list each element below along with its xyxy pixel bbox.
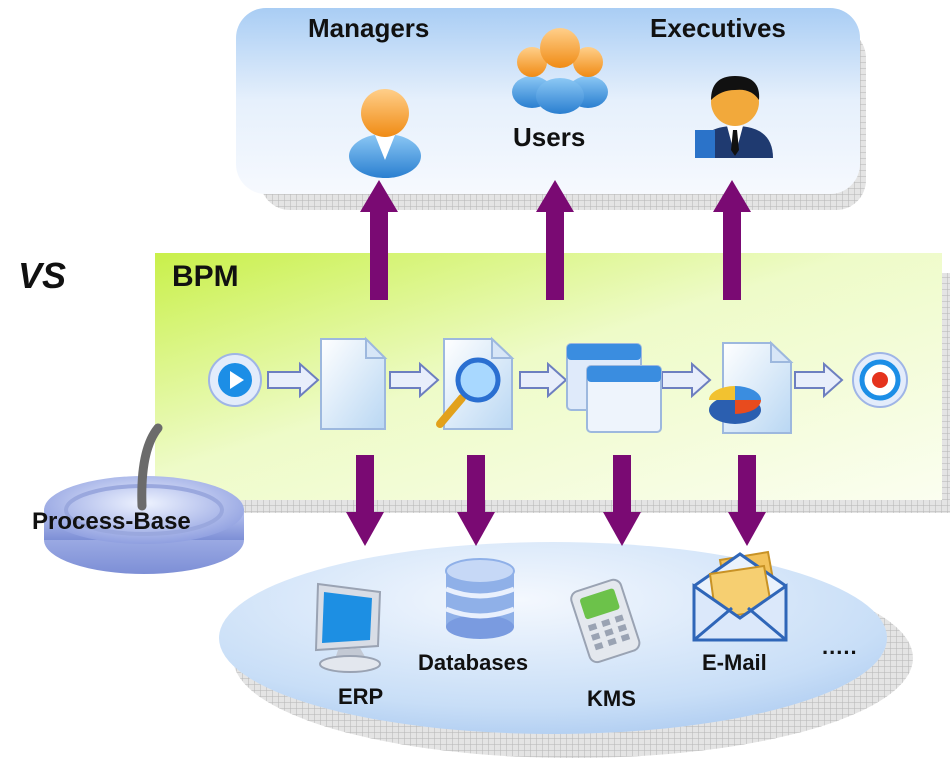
bpm-panel — [155, 253, 950, 513]
pie-chart-document-icon — [705, 340, 800, 441]
magnifier-document-icon — [432, 336, 522, 437]
record-stop-icon — [848, 352, 912, 417]
bpm-title: BPM — [172, 260, 239, 293]
executive-person-icon — [695, 70, 775, 165]
databases-label: Databases — [418, 650, 529, 675]
kms-label: KMS — [587, 686, 636, 711]
erp-monitor-icon — [308, 580, 388, 680]
erp-label: ERP — [338, 684, 384, 709]
vs-label: VS — [18, 255, 67, 296]
executives-label: Executives — [650, 13, 786, 43]
more-label: ..... — [822, 634, 858, 659]
users-label: Users — [513, 122, 586, 152]
document-icon — [318, 336, 388, 437]
manager-person-icon — [345, 80, 425, 178]
kms-phone-icon — [565, 578, 645, 665]
windows-icon — [565, 340, 665, 440]
process-base-label: Process-Base — [32, 508, 191, 535]
databases-icon — [440, 555, 520, 650]
email-label: E-Mail — [702, 650, 767, 675]
play-icon — [205, 352, 265, 417]
users-group-icon — [510, 22, 610, 117]
process-base-disk-icon — [40, 420, 250, 595]
managers-label: Managers — [308, 13, 430, 43]
email-envelope-icon — [690, 550, 790, 650]
